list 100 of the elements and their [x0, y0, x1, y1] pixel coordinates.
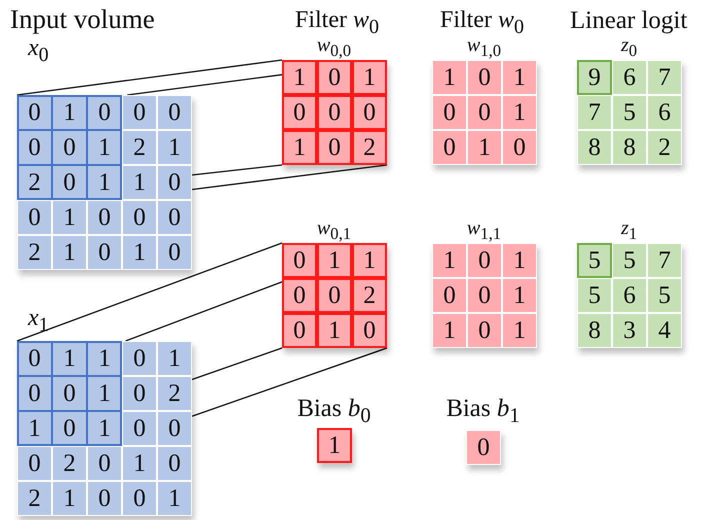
projection-line	[192, 347, 282, 380]
projection-line	[16, 59, 282, 96]
projection-line	[125, 281, 282, 342]
matrix-cell: 0	[282, 95, 317, 130]
matrix-cell: 0	[352, 95, 387, 130]
matrix-cell: 0	[157, 165, 192, 200]
matrix-cell: 5	[612, 95, 647, 130]
matrix-cell: 1	[317, 313, 352, 348]
matrix-cell: 8	[612, 130, 647, 165]
matrix-cell: 0	[17, 200, 52, 235]
matrix-cell: 6	[612, 60, 647, 95]
matrix-label: w$_{0,1}$	[316, 218, 352, 243]
matrix-cell: 0	[317, 130, 352, 165]
matrix-cell: 5	[612, 243, 647, 278]
matrix-cell: 0	[352, 313, 387, 348]
matrix-cell: 1	[157, 481, 192, 516]
projection-line	[127, 74, 282, 96]
matrix-cell: 0	[87, 446, 122, 481]
matrix-cell: 7	[647, 60, 682, 95]
matrix-label: w$_{1,1}$	[466, 218, 502, 243]
matrix-cell: 0	[17, 446, 52, 481]
matrix-cell: 7	[577, 95, 612, 130]
matrix-cell: 0	[466, 430, 501, 465]
matrix-cell: 1	[432, 243, 467, 278]
matrix-cell: 0	[87, 200, 122, 235]
matrix-cell: 0	[122, 481, 157, 516]
matrix-cell: 0	[317, 60, 352, 95]
matrix-cell: 0	[282, 243, 317, 278]
matrix-cell: 5	[647, 278, 682, 313]
matrix-cell: 2	[352, 278, 387, 313]
matrix-cell: 2	[52, 446, 87, 481]
matrix-cell: 1	[52, 481, 87, 516]
column-heading: Input volume	[10, 6, 155, 33]
matrix-cell: 0	[432, 95, 467, 130]
column-heading: Filter w$_{0}$	[295, 8, 380, 37]
matrix-cell: 0	[467, 313, 502, 348]
matrix-cell: 0	[122, 200, 157, 235]
matrix-cell: 2	[17, 481, 52, 516]
matrix-cell: 6	[612, 278, 647, 313]
matrix-cell: 0	[122, 376, 157, 411]
matrix-label: z$_{0}$	[620, 35, 638, 60]
matrix-cell: 0	[467, 95, 502, 130]
matrix-cell: 1	[467, 130, 502, 165]
matrix-cell: 1	[122, 165, 157, 200]
projection-line	[192, 164, 388, 190]
matrix-label: z$_{1}$	[620, 218, 638, 243]
matrix-cell: 6	[647, 95, 682, 130]
matrix-cell: 0	[157, 95, 192, 130]
matrix-cell: 1	[317, 428, 352, 463]
matrix-cell: 0	[317, 95, 352, 130]
matrix-cell: 1	[502, 243, 537, 278]
matrix-cell: 2	[157, 376, 192, 411]
matrix-cell: 0	[467, 278, 502, 313]
matrix-cell: 1	[317, 243, 352, 278]
matrix-cell: 2	[122, 130, 157, 165]
matrix-cell: 4	[647, 313, 682, 348]
matrix-cell: 0	[432, 278, 467, 313]
matrix-cell: 0	[122, 341, 157, 376]
matrix-cell: 1	[52, 200, 87, 235]
matrix-cell: 1	[432, 313, 467, 348]
matrix-label: Bias b$_{1}$	[446, 396, 520, 426]
matrix-cell: 1	[282, 130, 317, 165]
matrix-cell: 0	[282, 278, 317, 313]
matrix-label: w$_{1,0}$	[466, 35, 502, 60]
matrix-cell: 1	[282, 60, 317, 95]
matrix-label: x$_{0}$	[28, 36, 49, 65]
matrix-cell: 0	[282, 313, 317, 348]
matrix-cell: 0	[157, 446, 192, 481]
column-heading: Linear logit	[570, 8, 688, 33]
matrix-cell: 1	[122, 446, 157, 481]
matrix-cell: 2	[17, 235, 52, 270]
matrix-cell: 0	[317, 278, 352, 313]
matrix-cell: 0	[467, 60, 502, 95]
matrix-cell: 0	[432, 130, 467, 165]
matrix-cell: 1	[352, 60, 387, 95]
matrix-cell: 7	[647, 243, 682, 278]
matrix-cell: 0	[87, 235, 122, 270]
matrix-label: w$_{0,0}$	[316, 35, 352, 60]
matrix-cell: 1	[52, 235, 87, 270]
matrix-cell: 8	[577, 130, 612, 165]
matrix-label: Bias b$_{0}$	[297, 396, 371, 426]
matrix-cell: 3	[612, 313, 647, 348]
matrix-cell: 0	[502, 130, 537, 165]
matrix-cell: 1	[352, 243, 387, 278]
matrix-cell: 0	[157, 235, 192, 270]
matrix-cell: 2	[352, 130, 387, 165]
matrix-cell: 1	[502, 313, 537, 348]
matrix-cell: 0	[467, 243, 502, 278]
projection-line	[16, 242, 282, 342]
matrix-cell: 0	[87, 481, 122, 516]
projection-line	[192, 164, 282, 176]
matrix-cell: 1	[502, 95, 537, 130]
projection-line	[192, 347, 388, 417]
matrix-cell: 0	[157, 200, 192, 235]
matrix-cell: 8	[577, 313, 612, 348]
matrix-cell: 1	[157, 130, 192, 165]
matrix-cell: 0	[157, 411, 192, 446]
matrix-cell: 1	[502, 60, 537, 95]
matrix-cell: 1	[122, 235, 157, 270]
matrix-cell: 0	[122, 411, 157, 446]
